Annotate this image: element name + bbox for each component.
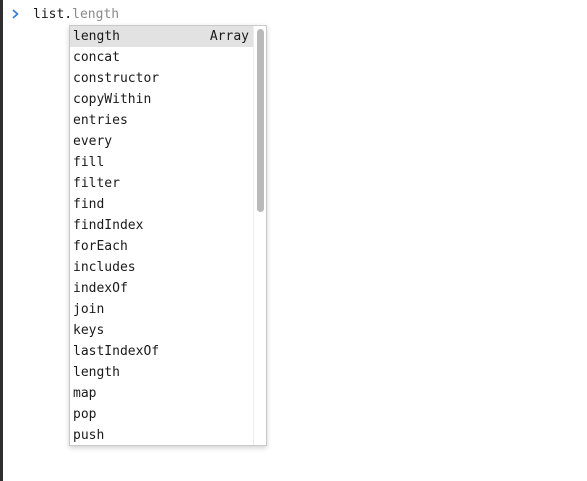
autocomplete-list: length Array concat constructor copyWithin en… <box>70 26 254 445</box>
autocomplete-item[interactable]: copyWithin <box>70 89 254 110</box>
autocomplete-item[interactable]: lastIndexOf <box>70 341 254 362</box>
autocomplete-item-label: indexOf <box>73 281 128 296</box>
autocomplete-item-label: filter <box>73 176 120 191</box>
autocomplete-item[interactable]: length Array <box>70 26 254 47</box>
autocomplete-item-label: push <box>73 428 105 443</box>
autocomplete-item-label: fill <box>73 155 105 170</box>
autocomplete-item-label: map <box>73 386 97 401</box>
autocomplete-item-label: constructor <box>73 71 160 86</box>
autocomplete-item-label: length <box>73 29 120 44</box>
autocomplete-item-label: findIndex <box>73 218 144 233</box>
autocomplete-item[interactable]: concat <box>70 47 254 68</box>
autocomplete-item[interactable]: push <box>70 425 254 445</box>
autocomplete-item[interactable]: fill <box>70 152 254 173</box>
autocomplete-item-label: every <box>73 134 113 149</box>
autocomplete-item[interactable]: forEach <box>70 236 254 257</box>
autocomplete-popup: length Array concat constructor copyWithin en… <box>69 25 267 446</box>
console-input-text[interactable]: list. <box>33 6 73 22</box>
autocomplete-item-label: lastIndexOf <box>73 344 160 359</box>
autocomplete-item[interactable]: join <box>70 299 254 320</box>
autocomplete-item[interactable]: map <box>70 383 254 404</box>
autocomplete-item[interactable]: every <box>70 131 254 152</box>
autocomplete-item-label: join <box>73 302 105 317</box>
autocomplete-item-label: pop <box>73 407 97 422</box>
autocomplete-item[interactable]: constructor <box>70 68 254 89</box>
autocomplete-item[interactable]: includes <box>70 257 254 278</box>
window-left-border <box>0 0 3 481</box>
console-prompt-line[interactable]: list.length <box>12 5 119 23</box>
autocomplete-item-label: copyWithin <box>73 92 152 107</box>
autocomplete-item-type: Array <box>209 29 249 44</box>
autocomplete-item[interactable]: find <box>70 194 254 215</box>
inline-completion-hint: length <box>72 6 120 22</box>
autocomplete-item-label: forEach <box>73 239 128 254</box>
autocomplete-item[interactable]: indexOf <box>70 278 254 299</box>
autocomplete-item[interactable]: pop <box>70 404 254 425</box>
scrollbar-thumb[interactable] <box>257 29 264 212</box>
autocomplete-item[interactable]: entries <box>70 110 254 131</box>
autocomplete-item-label: find <box>73 197 105 212</box>
autocomplete-scrollbar[interactable] <box>253 26 266 445</box>
chevron-right-icon <box>12 5 26 23</box>
autocomplete-item-label: entries <box>73 113 128 128</box>
autocomplete-item[interactable]: findIndex <box>70 215 254 236</box>
autocomplete-item[interactable]: length <box>70 362 254 383</box>
autocomplete-item-label: length <box>73 365 120 380</box>
autocomplete-item-label: includes <box>73 260 136 275</box>
autocomplete-item-label: concat <box>73 50 120 65</box>
autocomplete-item[interactable]: keys <box>70 320 254 341</box>
autocomplete-item-label: keys <box>73 323 105 338</box>
autocomplete-item[interactable]: filter <box>70 173 254 194</box>
